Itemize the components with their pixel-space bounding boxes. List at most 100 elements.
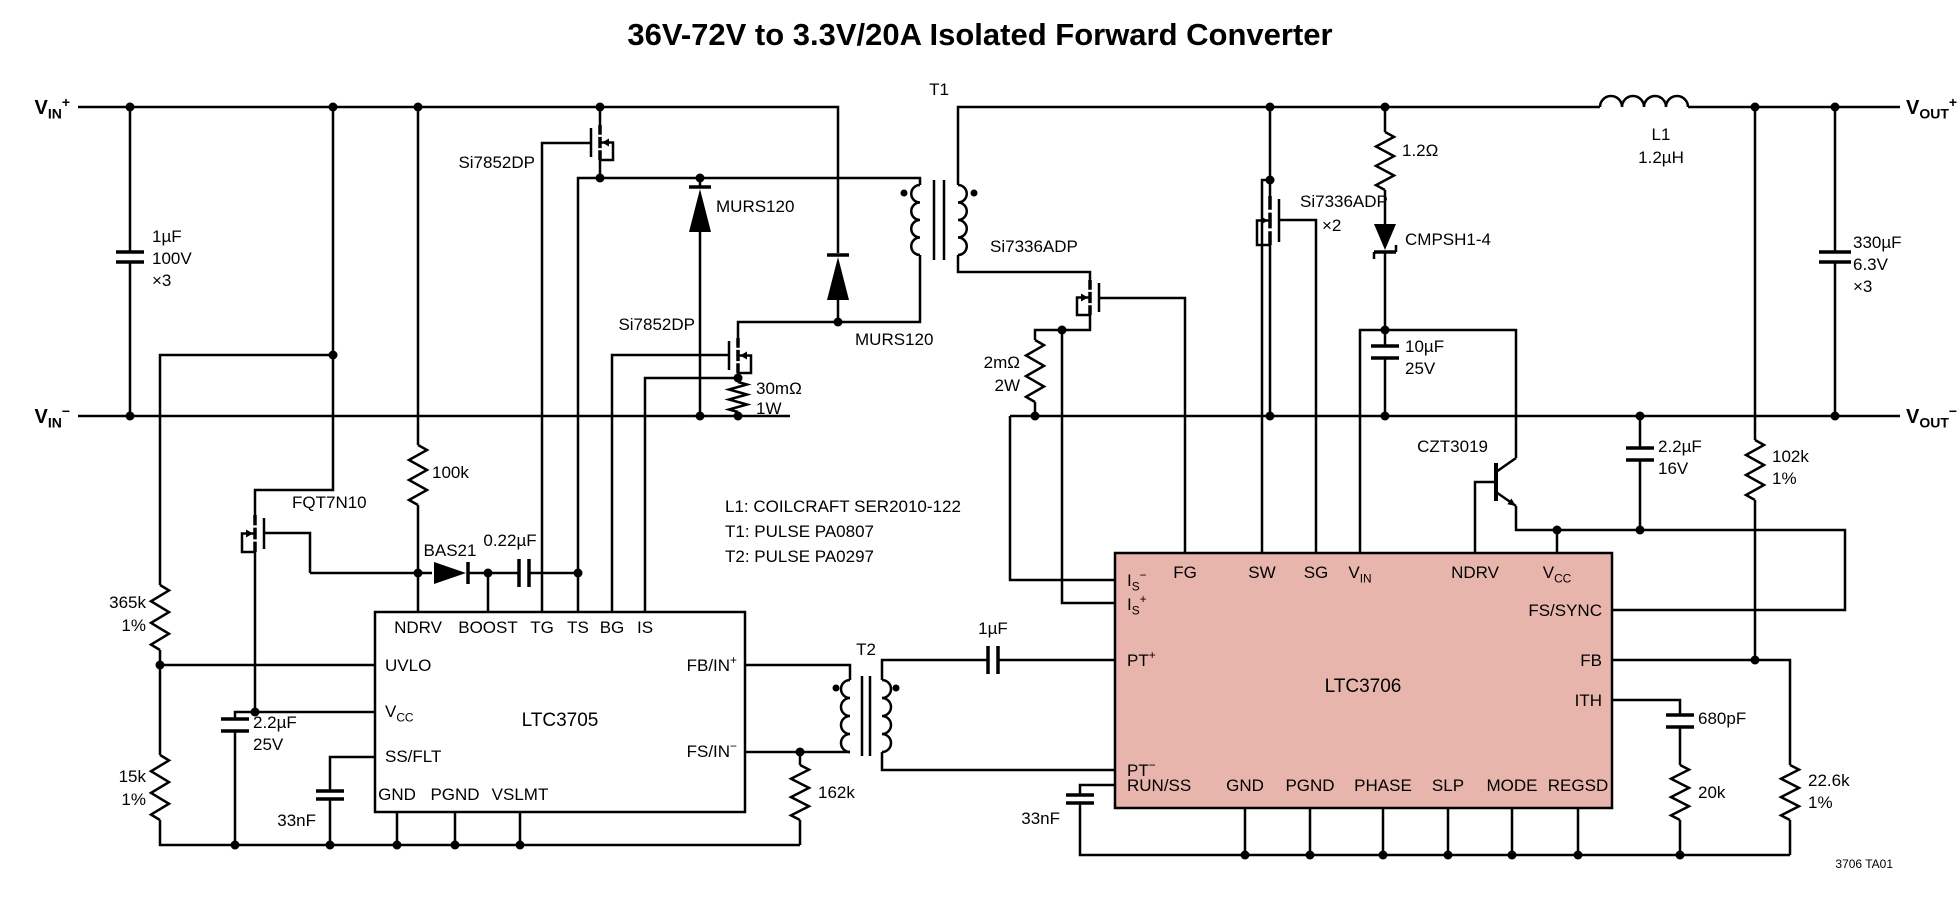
rbias-label: 1.2Ω [1402,141,1438,160]
ruvlo-bot-tol: 1% [121,790,146,809]
wire-bias [1358,107,1847,612]
ruvlo-bot-value: 15k [119,767,147,786]
ltc3706-pin-runss: RUN/SS [1127,776,1191,795]
ltc3706-pin-gnd: GND [1226,776,1264,795]
qreg-label: CZT3019 [1417,437,1488,456]
wire-ndrv-boost [264,107,578,612]
ltc3705-pin-pgnd: PGND [430,785,479,804]
ltc3706-pin-phase: PHASE [1354,776,1412,795]
mosfet-q1-si7852dp-symbol [589,125,615,162]
qcatch-qty: ×2 [1322,216,1341,235]
rfb-bot-value: 22.6k [1808,771,1850,790]
resistor-102k-symbol [1743,438,1767,502]
capacitor-pt [986,646,1000,674]
ltc3705-pin-fbin: FB/IN+ [687,653,737,675]
resistor-22k6-symbol [1778,763,1802,822]
ltc3705-pin-ndrv: NDRV [394,618,443,637]
ltc3706-pin-sg: SG [1304,563,1329,582]
ltc3706-pin-ith: ITH [1575,691,1602,710]
ruvlo-top-tol: 1% [121,616,146,635]
capacitor-vcc-pri [221,717,249,733]
t2-label: T2 [856,640,876,659]
q2-label: Si7852DP [618,315,695,334]
rstart-label: 100k [432,463,469,482]
ltc3705-box [373,610,747,814]
ltc3706-pin-regsd: REGSD [1548,776,1608,795]
note-t1: T1: PULSE PA0807 [725,522,874,541]
wire-fb-ith [1612,107,1837,855]
junction-dots [125,102,1840,860]
cith-label: 680pF [1698,709,1746,728]
diode-murs120-1-symbol [689,185,711,232]
ltc3705-pin-fsin: FS/IN− [687,739,737,761]
ltc3706-pin-is-minus: IS− [1127,568,1147,594]
cout-voltage: 6.3V [1853,255,1889,274]
wire-startup [158,107,800,847]
rfs-pri-label: 162k [818,783,855,802]
rsense-sec-power: 2W [995,376,1021,395]
cbias-value: 10µF [1405,337,1444,356]
ruvlo-top-value: 365k [109,593,146,612]
cvcc-pri-value: 2.2µF [253,713,297,732]
wire-switch-rail [956,105,1900,280]
ltc3706-pin-ndrv: NDRV [1451,563,1500,582]
inductor-l1-symbol [1598,94,1690,108]
capacitor-bias [1371,344,1399,360]
transformer-t2-symbol [832,676,900,756]
ltc3706-name: LTC3706 [1325,676,1402,697]
cvcc-sec-voltage: 16V [1658,459,1689,478]
ltc3705-pin-ssflt: SS/FLT [385,747,441,766]
rith-label: 20k [1698,783,1726,802]
diode-murs120-2-symbol [827,253,849,300]
ltc3706-pin-mode: MODE [1487,776,1538,795]
wire-segments [78,105,1900,857]
ltc3706-pin-pt-plus: PT+ [1127,648,1156,670]
capacitor-vcc-sec [1626,446,1654,462]
dboost-label: BAS21 [424,541,477,560]
cvcc-pri-voltage: 25V [253,735,284,754]
ltc3705-pin-vslmt: VSLMT [492,785,549,804]
cin-voltage: 100V [152,249,192,268]
cpt-label: 1µF [978,619,1008,638]
qcatch-label: Si7336ADP [1300,192,1388,211]
mosfet-catch-si7336adp-symbol [1255,196,1281,247]
capacitor-cout [1819,250,1851,264]
capacitor-ss-sec [1066,793,1094,805]
t1-secondary-winding [957,183,968,257]
t1-primary-phase-dot [900,189,908,197]
wire-q1-ptop [540,107,922,612]
figure-id: 3706 TA01 [1835,857,1893,871]
diode-bas21-symbol [434,562,470,584]
capacitor-symbols [116,250,1851,805]
capacitor-boost [517,559,531,587]
npn-czt3019-symbol [1494,456,1517,508]
ltc3705-pin-bg: BG [600,618,625,637]
css-sec-label: 33nF [1021,809,1060,828]
mosfet-forward-si7336adp-symbol [1075,280,1101,317]
ltc3705-pin-vcc: VCC [385,702,414,725]
capacitor-cin [116,250,144,264]
l1-value: 1.2µH [1638,148,1684,167]
ltc3705-pin-ts: TS [567,618,589,637]
ltc3706-pin-sw: SW [1248,563,1275,582]
vout-minus-label: VOUT− [1906,403,1957,431]
capacitor-ith [1666,713,1694,729]
cvcc-sec-value: 2.2µF [1658,437,1702,456]
cout-value: 330µF [1853,233,1902,252]
cout-qty: ×3 [1853,277,1872,296]
note-t2: T2: PULSE PA0297 [725,547,874,566]
ltc3705-pin-gnd: GND [378,785,416,804]
ltc3705-pin-is: IS [637,618,653,637]
wire-is-sense [1008,330,1900,605]
vin-plus-label: VIN+ [34,94,70,122]
d2-label: MURS120 [855,330,933,349]
resistor-20k-symbol [1668,763,1692,822]
rsense-pri-value: 30mΩ [756,379,802,398]
note-l1: L1: COILCRAFT SER2010-122 [725,497,961,516]
resistor-365k-symbol [148,583,172,652]
resistor-2mohm-symbol [1023,338,1047,404]
css-pri-label: 33nF [277,811,316,830]
ltc3705-pin-boost: BOOST [458,618,518,637]
cboost-label: 0.22µF [483,531,536,550]
